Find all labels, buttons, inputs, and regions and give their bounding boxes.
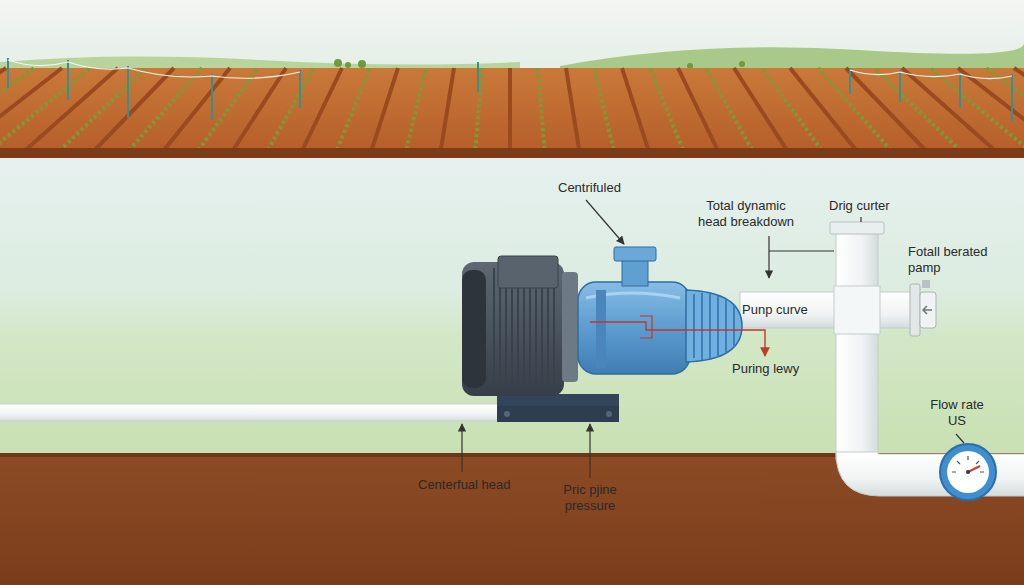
callout-label: Centrifuled (558, 180, 621, 196)
flow-gauge (940, 444, 996, 500)
callout-label: Pric pjine pressure (553, 482, 627, 514)
callout-label: Drig curter (829, 198, 890, 214)
crop-field (0, 68, 1024, 159)
callout-label: Puring lewy (732, 361, 799, 377)
underground-section (0, 158, 1024, 585)
callout-label: Flow rate US (921, 397, 993, 429)
leader-lines (462, 200, 964, 478)
callout-label: Total dynamic head breakdown (693, 198, 799, 230)
callout-label: Fotall berated pamp (908, 244, 1000, 276)
suction-pipe (0, 404, 502, 421)
centrifugal-pump (462, 247, 742, 422)
irrigation-poles (8, 58, 1012, 122)
callout-label: Punp curve (742, 302, 808, 318)
sky (0, 0, 1024, 72)
callout-label: Centerfual head (418, 477, 511, 493)
